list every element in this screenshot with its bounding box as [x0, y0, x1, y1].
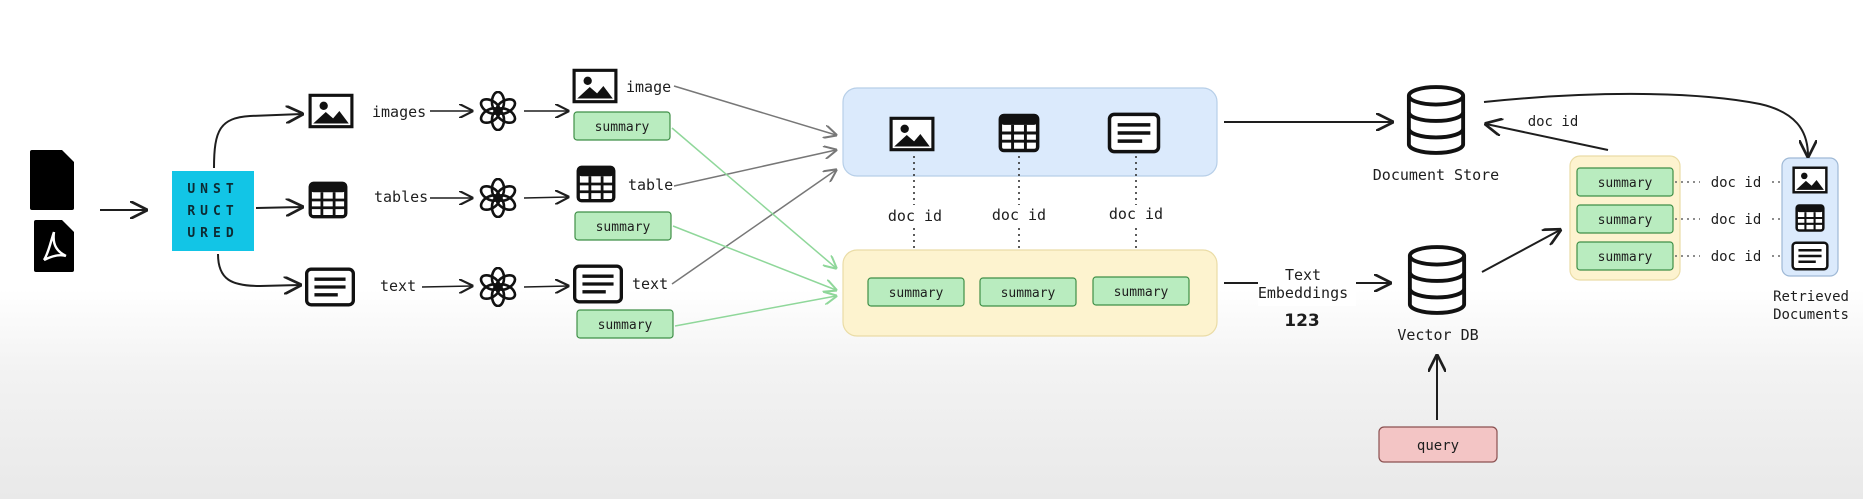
- svg-text:summary: summary: [1598, 176, 1653, 191]
- doc-id-label: doc id: [1109, 205, 1163, 223]
- arrow-image-to-docstore: [673, 85, 836, 135]
- pdf-icon: [34, 220, 74, 272]
- database-icon: [1407, 245, 1467, 315]
- unstructured-logo-bg: [172, 171, 254, 251]
- retrieved-summary-2: summary: [1576, 204, 1674, 234]
- summary-box-vs-3: summary: [1092, 276, 1190, 306]
- svg-text:summary: summary: [598, 318, 653, 333]
- summary-box-vs-2: summary: [979, 277, 1077, 307]
- doc-id-label: doc id: [1711, 175, 1762, 191]
- openai-icon: [478, 267, 518, 307]
- image-icon: [889, 116, 935, 152]
- table-icon: [308, 181, 348, 219]
- query-box: query: [1378, 426, 1498, 463]
- arrow-text-to-docstore: [671, 170, 836, 285]
- retrieved-summary-1: summary: [1576, 167, 1674, 197]
- unstructured-logo: UNST RUCT URED: [172, 171, 254, 251]
- table-icon: [576, 165, 616, 203]
- doc-id-label: doc id: [1528, 114, 1579, 130]
- summary-box-text: summary: [576, 309, 674, 339]
- openai-icon: [478, 178, 518, 218]
- doc-id-label: doc id: [1711, 212, 1762, 228]
- logo-line-3: URED: [187, 226, 238, 241]
- svg-text:query: query: [1417, 438, 1459, 454]
- database-icon: [1406, 85, 1466, 155]
- file-icon: [30, 150, 74, 210]
- arrow-text-llm: [421, 286, 472, 287]
- openai-icon: [478, 91, 518, 131]
- text-doc-icon: [304, 267, 356, 307]
- label-tables: tables: [374, 188, 428, 206]
- doc-id-label-bg: [1528, 112, 1578, 130]
- svg-text:summary: summary: [595, 120, 650, 135]
- label-image: image: [626, 78, 671, 96]
- arrow-summary-table-to-vector: [672, 225, 836, 290]
- retrieved-summary-3: summary: [1576, 241, 1674, 271]
- table-icon: [998, 113, 1040, 153]
- embedding-label-bg: [1258, 266, 1356, 306]
- logo-line-1: UNST: [187, 182, 238, 197]
- summary-box-table: summary: [574, 211, 672, 241]
- arrow-summary-text-to-vector: [674, 296, 836, 327]
- summary-box-vs-1: summary: [867, 277, 965, 307]
- text-doc-icon: [1791, 241, 1829, 271]
- svg-text:summary: summary: [596, 220, 651, 235]
- image-icon: [572, 68, 618, 104]
- text-doc-icon: [572, 264, 624, 304]
- svg-text:summary: summary: [889, 286, 944, 301]
- doc-id-label: doc id: [1711, 249, 1762, 265]
- summary-box-image: summary: [573, 111, 671, 141]
- text-embeddings-line1: Text: [1285, 266, 1321, 284]
- text-doc-icon: [1107, 112, 1161, 154]
- arrow-llm-table: [523, 197, 568, 198]
- image-icon: [308, 93, 354, 129]
- label-text-out: text: [632, 275, 668, 293]
- arrow-table-to-docstore: [673, 150, 836, 187]
- arrow-llm-text: [523, 286, 568, 287]
- arrow-summary-image-to-vector: [671, 127, 836, 268]
- text-embeddings-line2: Embeddings: [1258, 284, 1348, 302]
- table-icon: [1795, 204, 1825, 232]
- document-store-label: Document Store: [1373, 166, 1499, 184]
- retrieved-label-line2: Documents: [1773, 307, 1849, 323]
- image-icon: [1792, 166, 1828, 194]
- vector-db-label: Vector DB: [1397, 326, 1478, 344]
- logo-line-2: RUCT: [187, 204, 238, 219]
- branch-arrow-images: [213, 114, 302, 169]
- svg-text:summary: summary: [1114, 285, 1169, 300]
- doc-id-label: doc id: [992, 206, 1046, 224]
- label-table: table: [628, 176, 673, 194]
- arrow-summaries-to-document-store: [1486, 124, 1609, 151]
- doc-id-label: doc id: [888, 207, 942, 225]
- arrow-vector-db-to-summaries: [1481, 230, 1560, 273]
- embedding-number: 123: [1284, 311, 1320, 331]
- svg-text:summary: summary: [1598, 213, 1653, 228]
- svg-text:summary: summary: [1598, 250, 1653, 265]
- label-images: images: [372, 103, 426, 121]
- arrow-document-store-to-retrieved: [1483, 92, 1808, 156]
- svg-text:summary: summary: [1001, 286, 1056, 301]
- retrieved-label-line1: Retrieved: [1773, 289, 1849, 305]
- branch-arrow-tables: [255, 207, 302, 208]
- branch-arrow-text: [217, 253, 300, 286]
- label-text: text: [380, 277, 416, 295]
